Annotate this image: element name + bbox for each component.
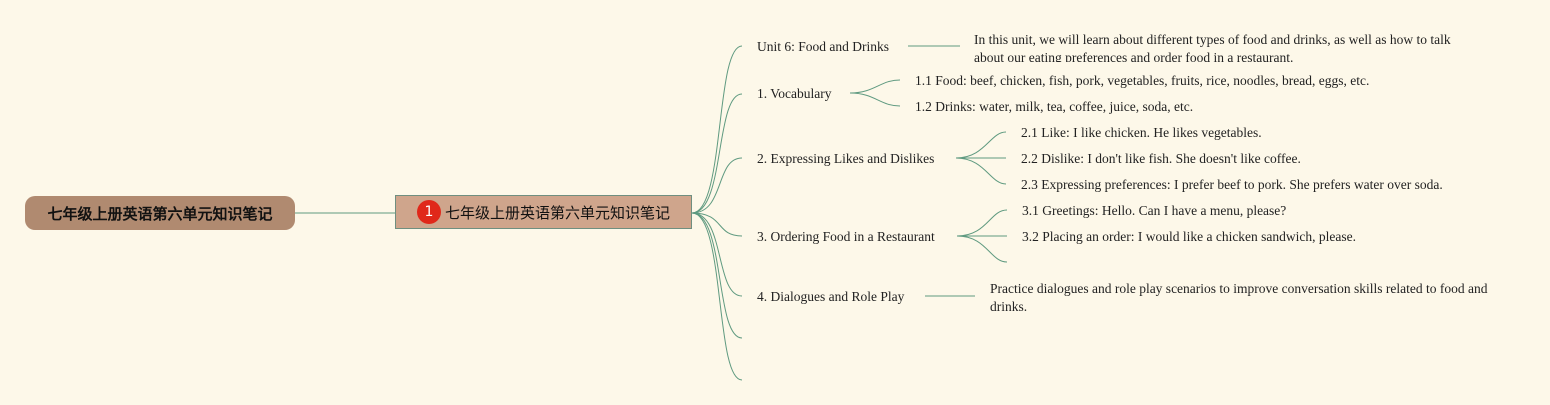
topic-dialogues-description[interactable]: Practice dialogues and role play scenari… [990,281,1488,314]
subtopic-food[interactable]: 1.1 Food: beef, chicken, fish, pork, veg… [915,73,1370,88]
subtopic-drinks[interactable]: 1.2 Drinks: water, milk, tea, coffee, ju… [915,99,1194,114]
root-topic-label: 七年级上册英语第六单元知识笔记 [47,204,273,223]
topic-likes-dislikes[interactable]: 2. Expressing Likes and Dislikes [757,151,935,166]
subtopic-greetings[interactable]: 3.1 Greetings: Hello. Can I have a menu,… [1022,203,1287,218]
topic-ordering-food[interactable]: 3. Ordering Food in a Restaurant [757,229,935,244]
topic-unit-description[interactable]: In this unit, we will learn about differ… [974,32,1451,62]
subtopic-placing-order[interactable]: 3.2 Placing an order: I would like a chi… [1022,229,1357,244]
topic-dialogues[interactable]: 4. Dialogues and Role Play [757,289,905,304]
subtopic-dislike[interactable]: 2.2 Dislike: I don't like fish. She does… [1021,151,1301,166]
topic-vocabulary[interactable]: 1. Vocabulary [757,86,832,101]
priority-1-icon: 1 [416,200,441,224]
root-topic[interactable]: 七年级上册英语第六单元知识笔记 [25,196,295,230]
topic-unit[interactable]: Unit 6: Food and Drinks [757,39,890,54]
subtopic-preferences[interactable]: 2.3 Expressing preferences: I prefer bee… [1021,177,1443,192]
central-topic-label: 七年级上册英语第六单元知识笔记 [444,203,670,222]
subtopic-like[interactable]: 2.1 Like: I like chicken. He likes veget… [1021,125,1262,140]
central-topic[interactable]: 1 七年级上册英语第六单元知识笔记 [395,195,692,229]
